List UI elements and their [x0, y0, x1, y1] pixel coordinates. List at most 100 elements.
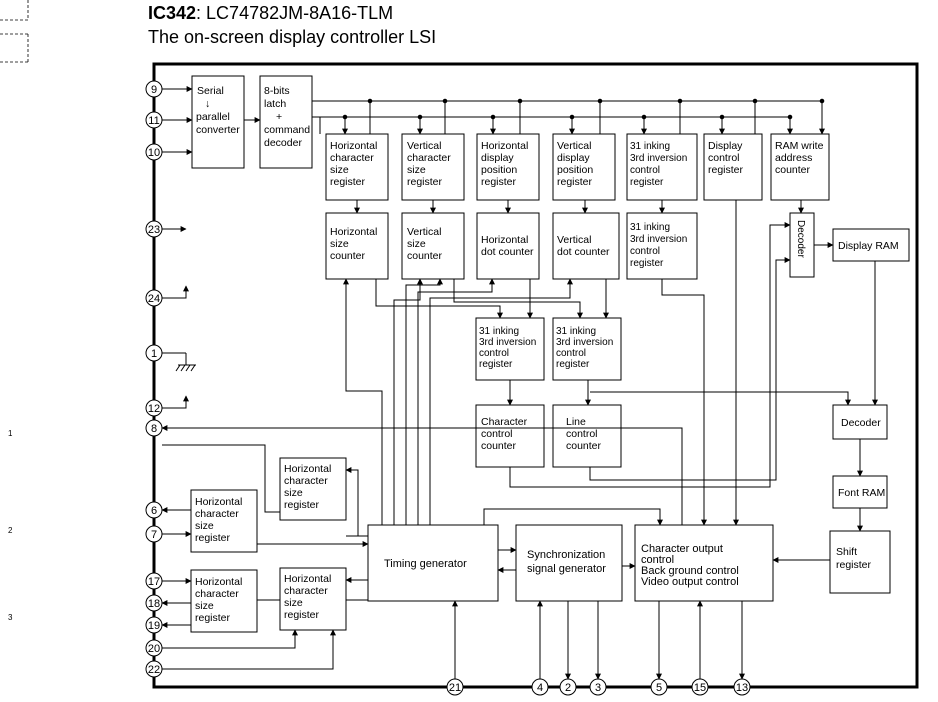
bottom-pins: 21 4 2 3 5 15 13	[446, 678, 751, 696]
svg-text:11: 11	[148, 115, 159, 127]
svg-text:7: 7	[151, 529, 157, 541]
junction-dot	[597, 98, 603, 104]
decoder-right-block: Decoder	[832, 404, 888, 440]
svg-text:5: 5	[656, 682, 662, 694]
wire	[162, 444, 280, 513]
pin-19: 19	[145, 616, 163, 634]
svg-text:22: 22	[148, 664, 160, 676]
pin-15: 15	[691, 678, 709, 696]
part-number: : LC74782JM-8A16-TLM	[196, 3, 394, 23]
junction-dot	[342, 114, 348, 120]
margin-mark-3: 3	[8, 613, 13, 622]
wire	[161, 425, 683, 525]
pin-20: 20	[145, 639, 163, 657]
svg-text:Font RAM: Font RAM	[838, 487, 885, 499]
wire	[162, 285, 189, 299]
svg-text:19: 19	[148, 620, 160, 632]
wire	[405, 278, 443, 525]
junction-dot	[641, 114, 647, 120]
svg-text:15: 15	[694, 682, 706, 694]
junction-dot	[517, 98, 523, 104]
svg-text:8: 8	[151, 423, 157, 435]
pin-23: 23	[145, 220, 163, 238]
signal-wires	[161, 86, 878, 680]
font-ram-block: Font RAM	[832, 475, 888, 509]
svg-text:23: 23	[148, 224, 160, 236]
junction-dot	[752, 98, 758, 104]
pin-8: 8	[145, 419, 163, 437]
svg-text:12: 12	[148, 403, 160, 415]
wire	[590, 391, 851, 406]
page-title: IC342: LC74782JM-8A16-TLM	[148, 2, 393, 24]
svg-text:9: 9	[151, 84, 157, 96]
pin-17: 17	[145, 572, 163, 590]
junction-dot	[417, 114, 423, 120]
wire	[393, 278, 423, 525]
junction-dot	[442, 98, 448, 104]
svg-text:18: 18	[148, 598, 160, 610]
svg-text:1: 1	[151, 348, 157, 360]
pin-3: 3	[589, 678, 607, 696]
svg-text:4: 4	[537, 682, 543, 694]
junction-dot	[677, 98, 683, 104]
svg-text:6: 6	[151, 505, 157, 517]
junction-dot	[490, 114, 496, 120]
junction-dot	[787, 114, 793, 120]
junction-dot	[719, 114, 725, 120]
junction-dot	[569, 114, 575, 120]
pin-1: 1	[145, 344, 163, 362]
svg-text:10: 10	[148, 147, 160, 159]
wire	[661, 279, 707, 526]
pin-11: 11	[145, 111, 163, 129]
part-id: IC342	[148, 3, 197, 23]
ground-icon	[162, 352, 196, 372]
svg-text:21: 21	[449, 682, 461, 694]
display-ram-block: Display RAM	[832, 228, 910, 262]
timing-generator-block: Timing generator	[367, 524, 499, 602]
wire	[417, 278, 495, 525]
pin-21: 21	[446, 678, 464, 696]
left-pins: 9 11 10 23 24 1 12 8 6 7 17 18 19 20 22	[145, 80, 163, 678]
pin-6: 6	[145, 501, 163, 519]
crop-marks	[0, 0, 29, 63]
junction-dot	[367, 98, 373, 104]
svg-text:2: 2	[565, 682, 571, 694]
